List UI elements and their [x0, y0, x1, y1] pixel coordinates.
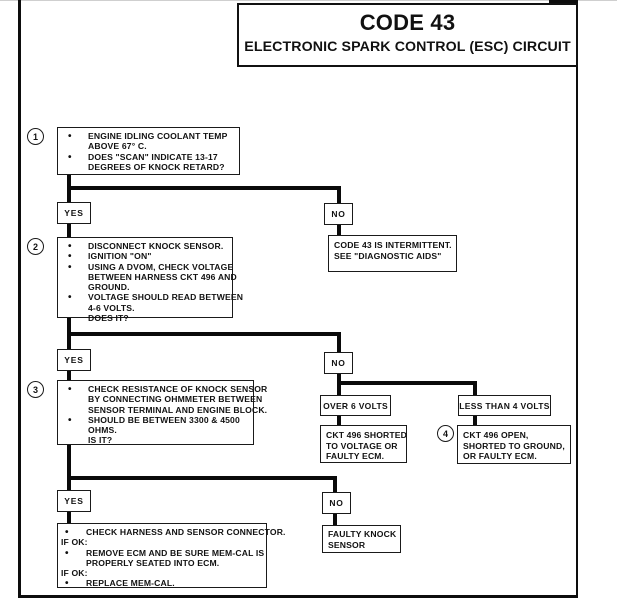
final-check-line: PROPERLY SEATED INTO ECM. [86, 557, 220, 568]
no-text: NO [331, 209, 346, 219]
faulty-knock-sensor-box: FAULTY KNOCK SENSOR [322, 525, 401, 553]
no-text: NO [329, 498, 344, 508]
frame-bottom [18, 595, 578, 598]
final-check-line: IF OK: [61, 568, 88, 579]
yes-text: YES [64, 355, 84, 365]
step-number-badge-1: 1 [27, 128, 44, 145]
yes-label-1: YES [57, 202, 91, 224]
ckt496-open-box: CKT 496 OPEN, SHORTED TO GROUND, OR FAUL… [457, 425, 571, 464]
frame-top-right-edge [549, 0, 578, 3]
step3-line: BY CONNECTING OHMMETER BETWEEN [88, 394, 263, 405]
yes-label-2: YES [57, 349, 91, 371]
less-than-4-volts-label: LESS THAN 4 VOLTS [458, 395, 551, 416]
ckt496-open-line: CKT 496 OPEN, [463, 430, 529, 440]
connector-branch1-horizontal [67, 186, 341, 190]
less-than-4-volts-text: LESS THAN 4 VOLTS [459, 400, 550, 411]
connector-branch2-horizontal [67, 332, 341, 336]
yes-text: YES [64, 208, 84, 218]
yes-label-3: YES [57, 490, 91, 512]
step1-line: ENGINE IDLING COOLANT TEMP [88, 131, 228, 141]
step2-line: GROUND. [88, 282, 130, 293]
over-6-volts-label: OVER 6 VOLTS [320, 395, 391, 416]
page-subtitle: ELECTRONIC SPARK CONTROL (ESC) CIRCUIT [244, 39, 571, 55]
over-6-volts-text: OVER 6 VOLTS [323, 400, 388, 411]
no-label-2: NO [324, 352, 353, 374]
bullet-icon [65, 578, 69, 589]
intermittent-box: CODE 43 IS INTERMITTENT. SEE "DIAGNOSTIC… [328, 235, 457, 272]
connector-branch3-horizontal [67, 476, 337, 480]
step2-box: DISCONNECT KNOCK SENSOR. IGNITION "ON" U… [57, 237, 243, 323]
final-check-box: CHECK HARNESS AND SENSOR CONNECTOR. IF O… [57, 523, 285, 589]
step-number-4: 4 [442, 428, 448, 439]
connector-less4-result-down [473, 413, 477, 426]
ckt496-open-line: SHORTED TO GROUND, [463, 440, 565, 451]
step-number-2: 2 [32, 241, 38, 252]
intermittent-line: SEE "DIAGNOSTIC AIDS" [334, 250, 442, 261]
final-check-line: REPLACE MEM-CAL. [86, 578, 175, 589]
connector-volts-horizontal [337, 381, 477, 385]
step2-line: IGNITION "ON" [88, 251, 152, 262]
connector-step3-down [67, 444, 71, 524]
ckt496-shorted-line: CKT 496 SHORTED [326, 430, 408, 440]
step-number-badge-2: 2 [27, 238, 44, 255]
frame-right [576, 0, 578, 598]
faulty-knock-sensor-line: FAULTY KNOCK [328, 529, 397, 539]
step2-line: DISCONNECT KNOCK SENSOR. [88, 241, 224, 251]
step-number-badge-3: 3 [27, 381, 44, 398]
step3-line: IS IT? [88, 435, 113, 446]
step-number-3: 3 [32, 384, 38, 395]
page-title: CODE 43 [359, 10, 456, 35]
title-box: CODE 43 ELECTRONIC SPARK CONTROL (ESC) C… [237, 3, 578, 67]
ckt496-shorted-box: CKT 496 SHORTED TO VOLTAGE OR FAULTY ECM… [320, 425, 407, 463]
connector-less4-down [473, 381, 477, 396]
step3-box: CHECK RESISTANCE OF KNOCK SENSOR BY CONN… [57, 380, 268, 446]
step2-line: DOES IT? [88, 313, 129, 324]
step1-line: ABOVE 67° C. [88, 141, 147, 152]
ckt496-shorted-line: FAULTY ECM. [326, 451, 385, 462]
yes-text: YES [64, 496, 84, 506]
step3-line: SHOULD BE BETWEEN 3300 & 4500 [88, 414, 240, 425]
frame-top-faint [0, 0, 617, 1]
final-check-line: IF OK: [61, 537, 88, 548]
step2-line: USING A DVOM, CHECK VOLTAGE [88, 261, 234, 272]
frame-left [18, 0, 21, 598]
ckt496-open-line: OR FAULTY ECM. [463, 451, 537, 462]
step1-line: DOES "SCAN" INDICATE 13-17 [88, 151, 218, 162]
step-number-badge-4: 4 [437, 425, 454, 442]
no-label-1: NO [324, 203, 353, 225]
faulty-knock-sensor-line: SENSOR [328, 539, 366, 550]
step3-line: OHMS. [88, 425, 117, 436]
final-check-line: CHECK HARNESS AND SENSOR CONNECTOR. [86, 527, 286, 537]
step1-box: ENGINE IDLING COOLANT TEMP ABOVE 67° C. … [57, 127, 240, 175]
no-text: NO [331, 358, 346, 368]
intermittent-line: CODE 43 IS INTERMITTENT. [334, 240, 452, 250]
step2-line: 4-6 VOLTS. [88, 302, 135, 313]
no-label-3: NO [322, 492, 351, 514]
step3-line: CHECK RESISTANCE OF KNOCK SENSOR [88, 384, 268, 394]
step2-line: VOLTAGE SHOULD READ BETWEEN [88, 292, 244, 303]
step3-line: SENSOR TERMINAL AND ENGINE BLOCK. [88, 404, 268, 415]
step-number-1: 1 [32, 131, 38, 142]
step2-line: BETWEEN HARNESS CKT 496 AND [88, 271, 237, 282]
ckt496-shorted-line: TO VOLTAGE OR [326, 440, 398, 451]
connector-over6-result-down [337, 415, 341, 426]
step1-line: DEGREES OF KNOCK RETARD? [88, 161, 225, 172]
final-check-line: REMOVE ECM AND BE SURE MEM-CAL IS [86, 547, 265, 558]
